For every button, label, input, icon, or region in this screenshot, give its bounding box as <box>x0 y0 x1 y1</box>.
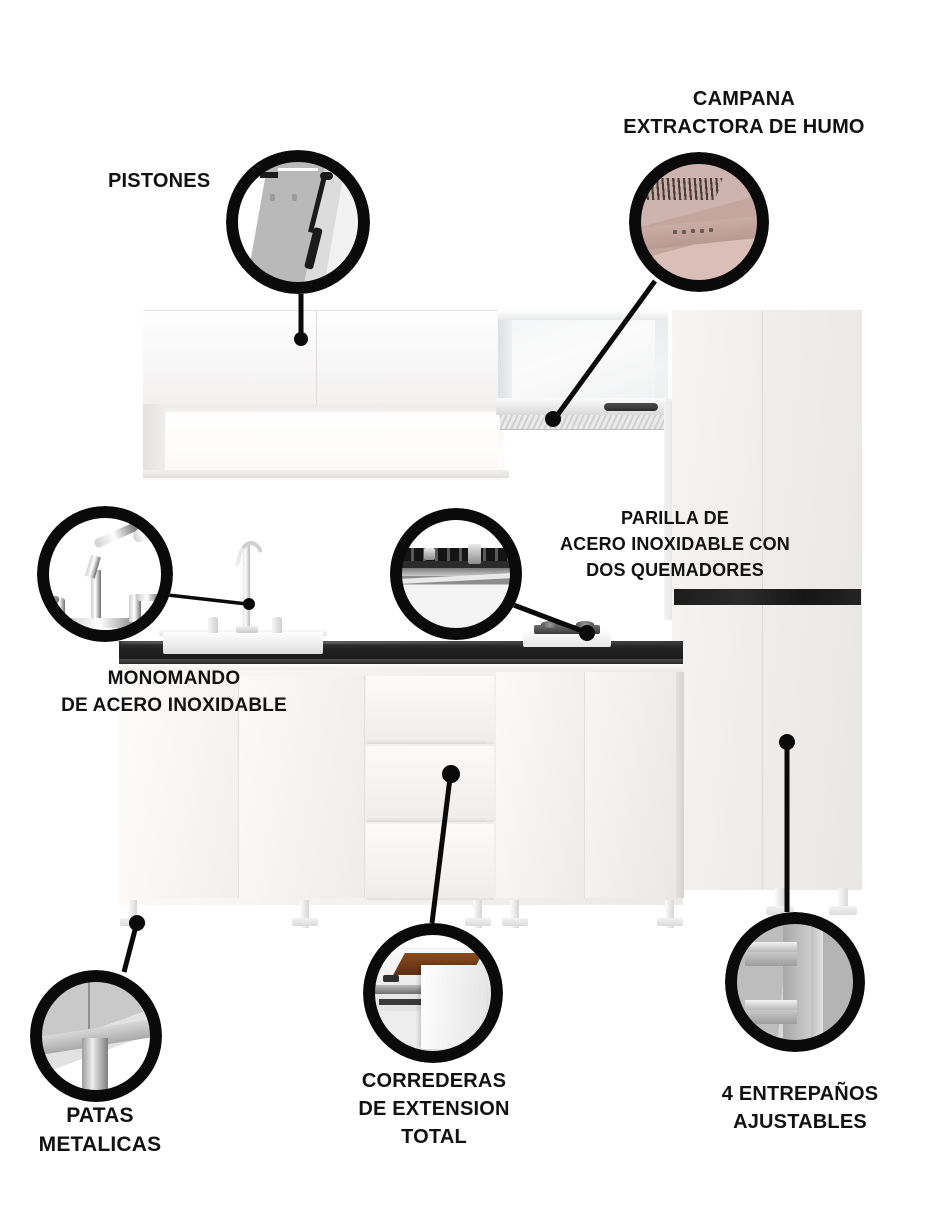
range-hood-photo <box>629 152 769 292</box>
hood-niche-left-panel <box>498 310 512 414</box>
drawer-stack <box>366 676 494 900</box>
open-shelf-bottom-lip <box>143 470 509 478</box>
callout-patas <box>30 970 162 1102</box>
callout-monomando <box>37 506 173 642</box>
base-foot-3 <box>465 918 491 926</box>
label-correderas-line1: CORREDERAS <box>361 1070 507 1092</box>
metal-leg-photo <box>30 970 162 1102</box>
faucet-spout <box>236 541 266 567</box>
range-hood-control-panel <box>604 403 658 411</box>
base-leg-4 <box>510 900 519 928</box>
hood-niche-back-panel <box>512 318 655 409</box>
drawer-2 <box>366 746 494 822</box>
open-shelf-left-panel <box>143 404 165 477</box>
pantry-foot-left <box>766 906 794 915</box>
upper-cabinet-door-seam <box>316 311 317 407</box>
callout-parilla <box>390 508 522 640</box>
wall-column <box>664 404 672 620</box>
leader-monomando <box>167 593 255 610</box>
drawer-gap-1 <box>368 738 486 744</box>
pantry-foot-right <box>829 906 857 915</box>
label-campana-line1: CAMPANA <box>692 88 796 110</box>
base-door-3 <box>496 672 585 898</box>
base-cabinet-top-rail <box>119 663 683 670</box>
base-leg-2 <box>300 900 309 928</box>
base-door-2 <box>239 676 365 898</box>
gas-burner-left <box>541 621 559 628</box>
base-door-4 <box>585 672 677 898</box>
drawer-slide-photo <box>363 923 503 1063</box>
callout-campana <box>629 152 769 292</box>
leader-pistones <box>294 292 308 346</box>
label-parilla-line2: ACERO INOXIDABLE CON <box>559 534 790 554</box>
gas-cooktop-grate <box>534 625 600 634</box>
label-pistones: PISTONES <box>108 170 211 192</box>
countertop-highlight <box>121 641 681 644</box>
base-leg-3 <box>473 900 482 928</box>
label-correderas-line2: DE EXTENSION <box>358 1098 510 1120</box>
faucet-base <box>236 626 258 633</box>
leader-campana <box>545 279 658 427</box>
countertop-edge <box>119 659 683 664</box>
label-correderas-line3: TOTAL <box>401 1126 467 1148</box>
adjustable-shelf-photo <box>725 912 865 1052</box>
sink-basin <box>163 632 323 654</box>
label-monomando-line1: MONOMANDO <box>107 668 241 689</box>
drawer-3 <box>366 824 494 900</box>
label-campana-line2: EXTRACTORA DE HUMO <box>623 116 865 138</box>
gas-cooktop-photo <box>390 508 522 640</box>
faucet-handle-left <box>208 617 218 633</box>
pantry-black-band <box>674 589 861 605</box>
base-foot-4 <box>502 918 528 926</box>
leader-correderas <box>429 765 460 924</box>
base-leg-1 <box>128 900 137 928</box>
base-cabinet-right-side <box>676 672 684 898</box>
base-foot-5 <box>657 918 683 926</box>
leader-entrepanos <box>779 734 795 912</box>
leader-patas <box>121 915 145 973</box>
gas-piston-photo <box>226 150 370 294</box>
label-parilla-line1: PARILLA DE <box>621 508 729 528</box>
callout-pistones <box>226 150 370 294</box>
callout-correderas <box>363 923 503 1063</box>
faucet-photo <box>37 506 173 642</box>
drawer-1 <box>366 676 494 744</box>
hood-niche-top-panel <box>498 310 668 320</box>
base-door-1 <box>128 676 239 898</box>
base-foot-2 <box>292 918 318 926</box>
callout-entrepanos <box>725 912 865 1052</box>
label-patas-line2: METALICAS <box>38 1133 162 1156</box>
range-hood-filter-grille <box>500 415 668 430</box>
leader-parilla <box>510 601 595 641</box>
label-patas-line1: PATAS <box>66 1104 134 1127</box>
upper-wall-cabinet <box>143 310 503 409</box>
pantry-leg-right <box>838 888 848 914</box>
label-entrepanos-line2: AJUSTABLES <box>733 1111 867 1133</box>
pantry-leg-left <box>775 888 785 914</box>
label-monomando-line2: DE ACERO INOXIDABLE <box>61 695 287 716</box>
label-entrepanos-line1: 4 ENTREPAÑOS <box>721 1083 879 1105</box>
base-leg-5 <box>665 900 674 928</box>
faucet-handle-right <box>272 617 282 633</box>
label-parilla-line3: DOS QUEMADORES <box>586 560 764 580</box>
gas-burner-right <box>576 621 594 628</box>
drawer-gap-2 <box>368 816 486 822</box>
open-shelf-interior <box>165 412 498 469</box>
faucet-neck <box>243 545 250 631</box>
